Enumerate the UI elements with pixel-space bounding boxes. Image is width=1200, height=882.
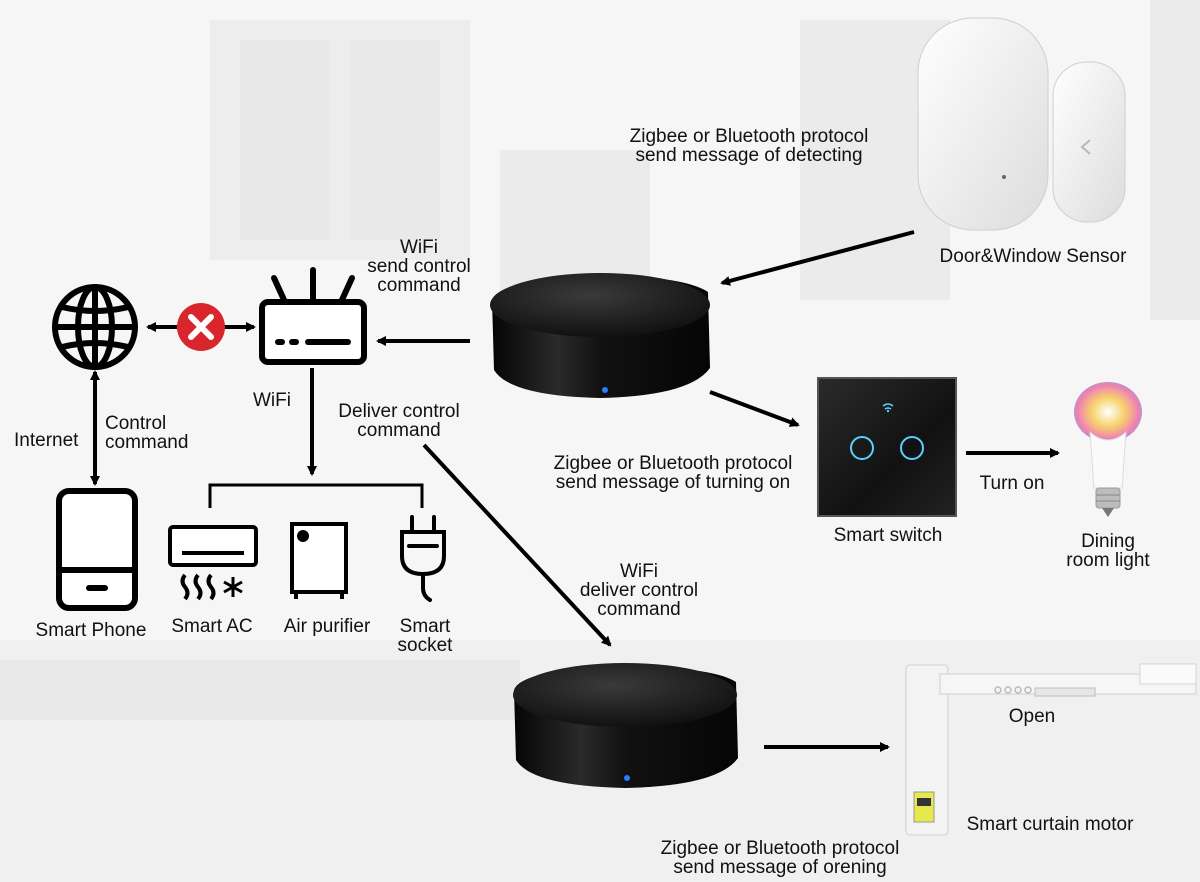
curtain-motor-label: Smart curtain motor bbox=[966, 814, 1134, 835]
smart-socket-label: Smart socket bbox=[397, 616, 453, 656]
touch-switch bbox=[817, 377, 957, 517]
air-purifier-label: Air purifier bbox=[283, 616, 371, 637]
arrow-hub-to-switch bbox=[709, 390, 800, 427]
air-conditioner-icon bbox=[168, 525, 258, 601]
plug-icon bbox=[400, 515, 446, 602]
wifi-deliver-label: WiFi deliver control command bbox=[579, 561, 699, 620]
wifi-send-label: WiFi send control command bbox=[367, 237, 471, 296]
smart-switch-label: Smart switch bbox=[833, 525, 943, 546]
smart-ac-label: Smart AC bbox=[171, 616, 253, 637]
smartphone-icon bbox=[56, 488, 138, 611]
turn-on-label: Turn on bbox=[979, 473, 1045, 494]
connector-arrows bbox=[90, 230, 1060, 752]
wifi-router-icon bbox=[259, 267, 367, 365]
curtain-protocol-label: Zigbee or Bluetooth protocol send messag… bbox=[660, 838, 900, 878]
door-window-sensor bbox=[917, 17, 1126, 231]
open-label: Open bbox=[1008, 706, 1056, 727]
control-command-label: Control command bbox=[105, 413, 189, 453]
wifi-router-label: WiFi bbox=[253, 390, 291, 411]
smart-phone-label: Smart Phone bbox=[35, 620, 147, 641]
sensor-protocol-label: Zigbee or Bluetooth protocol send messag… bbox=[629, 126, 869, 166]
deliver-command-label: Deliver control command bbox=[338, 401, 460, 441]
appliance-bracket bbox=[208, 483, 424, 508]
door-sensor-label: Door&Window Sensor bbox=[939, 246, 1127, 267]
internet-label: Internet bbox=[14, 430, 79, 451]
arrow-sensor-to-hub bbox=[720, 230, 915, 286]
dining-light-label: Dining room light bbox=[1066, 531, 1150, 571]
switch-protocol-label: Zigbee or Bluetooth protocol send messag… bbox=[553, 453, 793, 493]
curtain-motor bbox=[905, 663, 1197, 836]
blocked-x-icon bbox=[177, 303, 225, 351]
zigbee-hub-bottom bbox=[513, 663, 738, 788]
zigbee-hub-top bbox=[490, 273, 710, 398]
rgb-bulb bbox=[1074, 382, 1142, 517]
arrow-router-to-hub2 bbox=[422, 443, 612, 647]
globe-icon bbox=[52, 284, 138, 370]
air-purifier-icon bbox=[290, 522, 348, 599]
